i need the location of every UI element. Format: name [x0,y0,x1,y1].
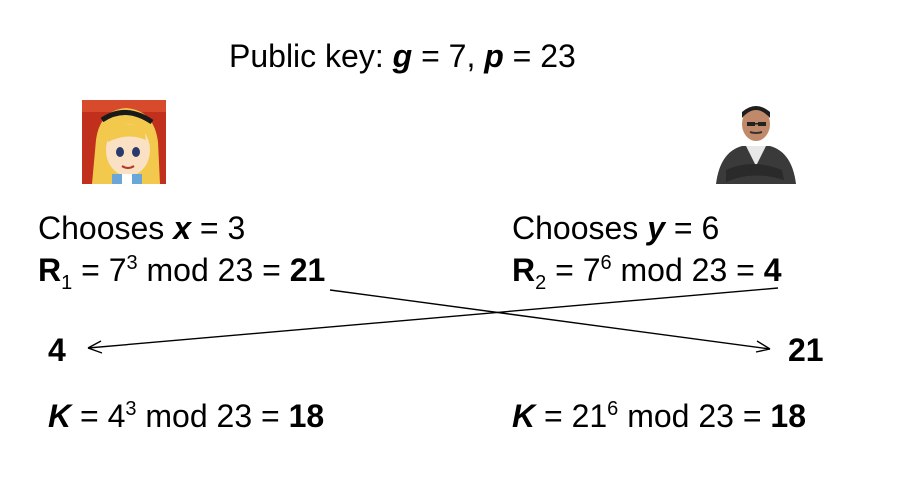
alice-r-line: R1 = 73 mod 23 = 21 [38,252,326,293]
bob-r-base: = 7 [546,252,601,288]
alice-r-mod: mod 23 = [137,252,290,288]
bob-k-line: K = 216 mod 23 = 18 [512,398,806,434]
alice-avatar [82,100,166,184]
bob-r-symbol: R [512,252,536,288]
bob-r-subscript: 2 [535,272,547,294]
bob-k-mod: mod 23 = [618,398,771,434]
alice-r-base: = 7 [72,252,127,288]
alice-k-symbol: K [48,398,72,434]
alice-k-mod: mod 23 = [136,398,289,434]
p-value: = 23 [503,38,576,74]
arrow-head-right-icon [755,340,771,353]
alice-secret-value: = 3 [190,210,246,246]
alice-k-result: 18 [288,398,325,434]
alice-k-exponent: 3 [125,398,137,420]
bob-secret-symbol: y [647,210,665,246]
bob-k-result: 18 [770,398,806,434]
public-key-label: Public key: [229,38,393,74]
bob-r-line: R2 = 76 mod 23 = 4 [512,252,782,293]
alice-r-symbol: R [38,252,62,288]
public-key-line: Public key: g = 7, p = 23 [229,38,576,74]
bob-k-symbol: K [512,398,536,434]
g-symbol: g [392,38,413,74]
alice-cartoon-icon [82,100,166,184]
alice-r-result: 21 [289,252,326,288]
alice-received-value: 4 [48,332,66,368]
bob-received-value: 21 [788,332,824,368]
alice-r-subscript: 1 [61,272,73,294]
bob-k-exponent: 6 [607,398,619,420]
p-symbol: p [484,38,504,74]
bob-r-mod: mod 23 = [611,252,764,288]
bob-k-base: = 21 [535,398,608,434]
arrow-head-left-icon [87,340,103,354]
bob-chooses-line: Chooses y = 6 [512,210,719,246]
bob-avatar [712,100,798,184]
bob-chooses-label: Chooses [512,210,648,246]
arrow-bob-to-alice [87,287,779,349]
alice-k-line: K = 43 mod 23 = 18 [48,398,324,434]
bob-photo-icon [712,100,798,184]
alice-chooses-line: Chooses x = 3 [38,210,245,246]
bob-secret-value: = 6 [664,210,720,246]
alice-chooses-label: Chooses [38,210,174,246]
alice-r-exponent: 3 [126,252,138,274]
bob-r-result: 4 [763,252,782,288]
g-value: = 7, [412,38,485,74]
alice-secret-symbol: x [173,210,191,246]
arrow-alice-to-bob [329,289,771,350]
bob-r-exponent: 6 [600,252,612,274]
alice-k-base: = 4 [71,398,126,434]
